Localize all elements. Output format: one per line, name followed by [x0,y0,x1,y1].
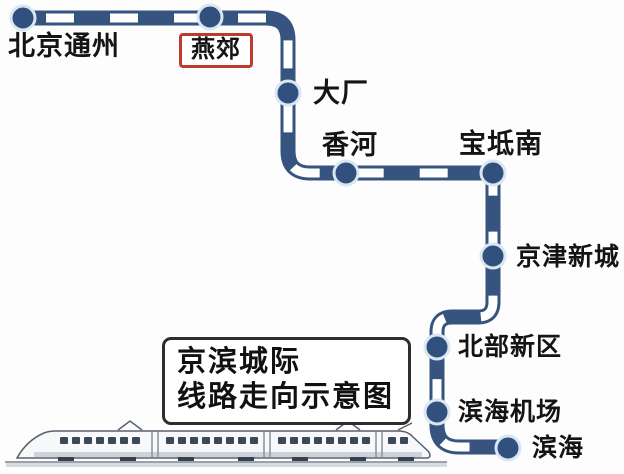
station-label-binhai: 滨海 [532,434,585,462]
station-dot-yanjiao [196,3,224,31]
station-dot-beibuxinqu [423,333,451,361]
title-line-1: 京滨城际 [177,346,302,378]
station-dot-baodinan [479,159,507,187]
station-label-beijingtongzhou: 北京通州 [8,31,120,61]
title-box: 京滨城际 线路走向示意图 [162,337,412,425]
station-dot-binhaijichang [423,398,451,426]
high-speed-train-icon [5,420,447,467]
station-dot-jingjinxincheng [479,242,507,270]
title-line-2: 线路走向示意图 [177,380,395,413]
station-label-jingjinxincheng: 京津新城 [516,243,621,271]
station-dot-binhai [494,434,522,462]
station-dot-xianghe [332,159,360,187]
station-label-xianghe: 香河 [322,130,378,160]
station-dot-dachang [274,79,302,107]
station-label-beibuxinqu: 北部新区 [458,333,563,361]
station-label-dachang: 大厂 [313,78,369,108]
train-windows [60,437,408,444]
station-label-yanjiao: 燕郊 [191,36,241,63]
station-label-baodinan: 宝坻南 [459,129,543,159]
station-label-binhaijichang: 滨海机场 [458,398,563,426]
pantograph-icon [117,420,143,431]
station-dot-beijingtongzhou [9,4,37,32]
antenna-icon [397,422,413,431]
yanjiao-highlight-box: 燕郊 [179,33,253,68]
